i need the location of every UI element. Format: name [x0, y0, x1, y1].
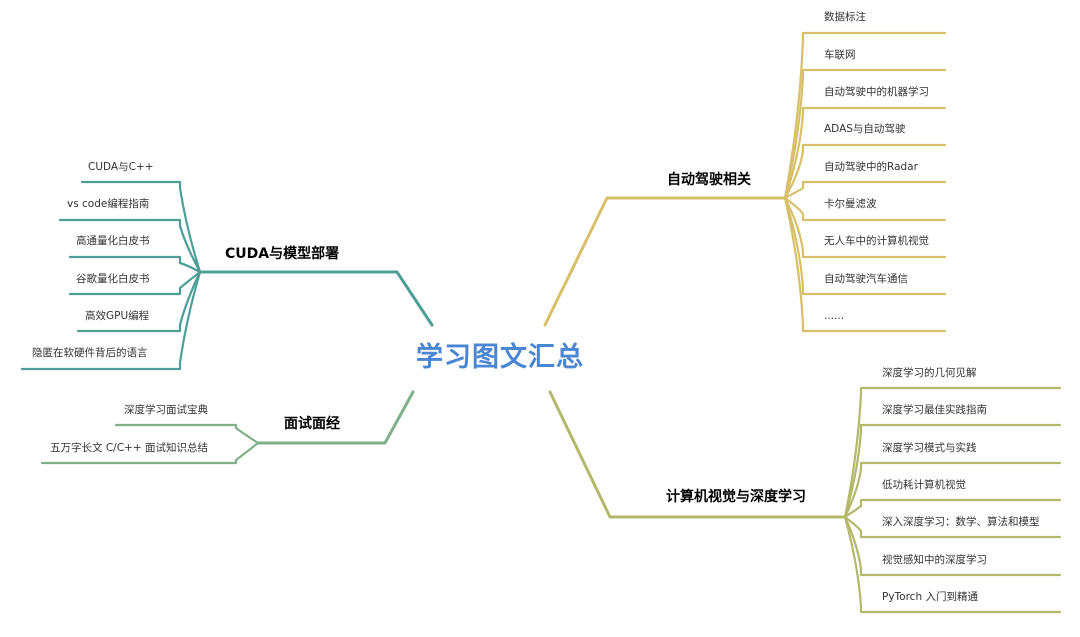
leaf-line-cuda-5 [20, 270, 202, 371]
leaf-line-cuda-2 [68, 255, 202, 274]
leaf-dl-visual-perception[interactable]: 视觉感知中的深度学习 [882, 554, 987, 566]
leaf-line-autonomous-5 [783, 196, 947, 222]
connector-cv [548, 390, 847, 519]
connector-interview [256, 390, 415, 445]
leaf-line-cv-0 [843, 386, 1062, 519]
leaf-vscode-guide[interactable]: vs code编程指南 [67, 198, 150, 210]
branch-interview[interactable]: 面试面经 [284, 416, 340, 432]
leaf-vehicle-comm[interactable]: 自动驾驶汽车通信 [824, 273, 908, 285]
leaf-line-autonomous-4 [783, 180, 947, 200]
leaf-line-cuda-4 [76, 270, 202, 333]
leaf-google-quant[interactable]: 谷歌量化白皮书 [76, 273, 150, 285]
leaf-line-cv-5 [843, 515, 1062, 577]
leaf-cv-in-driverless[interactable]: 无人车中的计算机视觉 [824, 235, 929, 247]
leaf-kalman[interactable]: 卡尔曼滤波 [824, 198, 877, 210]
leaf-dl-geometry[interactable]: 深度学习的几何见解 [882, 367, 977, 379]
connector-autonomous [543, 196, 787, 327]
leaf-line-cv-2 [843, 461, 1062, 519]
center-topic[interactable]: 学习图文汇总 [416, 342, 584, 373]
leaf-line-cv-6 [843, 515, 1062, 614]
leaf-adas[interactable]: ADAS与自动驾驶 [824, 123, 906, 135]
leaf-line-autonomous-3 [783, 143, 947, 200]
leaf-line-cv-1 [843, 423, 1062, 519]
connector-cuda [198, 270, 434, 327]
leaf-line-autonomous-8 [783, 196, 947, 333]
leaf-low-power-cv[interactable]: 低功耗计算机视觉 [882, 479, 966, 491]
leaf-line-cv-3 [843, 498, 1062, 519]
leaf-qualcomm-quant[interactable]: 高通量化白皮书 [76, 235, 150, 247]
leaf-line-cuda-3 [68, 270, 202, 296]
leaf-radar[interactable]: 自动驾驶中的Radar [824, 161, 918, 173]
leaf-gpu-programming[interactable]: 高效GPU编程 [85, 310, 150, 322]
leaf-dl-interview[interactable]: 深度学习面试宝典 [124, 404, 208, 416]
branch-cuda[interactable]: CUDA与模型部署 [225, 246, 340, 262]
leaf-more[interactable]: ...... [824, 310, 845, 322]
leaf-pytorch[interactable]: PyTorch 入门到精通 [882, 591, 978, 603]
leaf-line-interview-1 [40, 441, 260, 465]
leaf-dive-into-dl[interactable]: 深入深度学习：数学、算法和模型 [882, 516, 1040, 528]
leaf-line-autonomous-2 [783, 106, 947, 200]
leaf-dl-best-practice[interactable]: 深度学习最佳实践指南 [882, 404, 987, 416]
leaf-dl-patterns[interactable]: 深度学习模式与实践 [882, 442, 977, 454]
leaf-line-interview-0 [114, 423, 260, 445]
leaf-data-labeling[interactable]: 数据标注 [824, 11, 866, 23]
leaf-hidden-language[interactable]: 隐匿在软硬件背后的语言 [32, 347, 148, 359]
branch-cv[interactable]: 计算机视觉与深度学习 [666, 489, 806, 505]
leaf-cpp-interview[interactable]: 五万字长文 C/C++ 面试知识总结 [50, 442, 208, 454]
leaf-line-cuda-0 [80, 180, 202, 274]
leaf-line-cuda-1 [58, 218, 202, 274]
leaf-v2x[interactable]: 车联网 [824, 49, 856, 61]
leaf-line-autonomous-1 [783, 68, 947, 200]
leaf-line-autonomous-6 [783, 196, 947, 259]
branch-autonomous[interactable]: 自动驾驶相关 [667, 172, 751, 188]
leaf-ml-in-ad[interactable]: 自动驾驶中的机器学习 [824, 86, 929, 98]
leaf-line-cv-4 [843, 515, 1062, 539]
leaf-cuda-cpp[interactable]: CUDA与C++ [88, 161, 154, 173]
